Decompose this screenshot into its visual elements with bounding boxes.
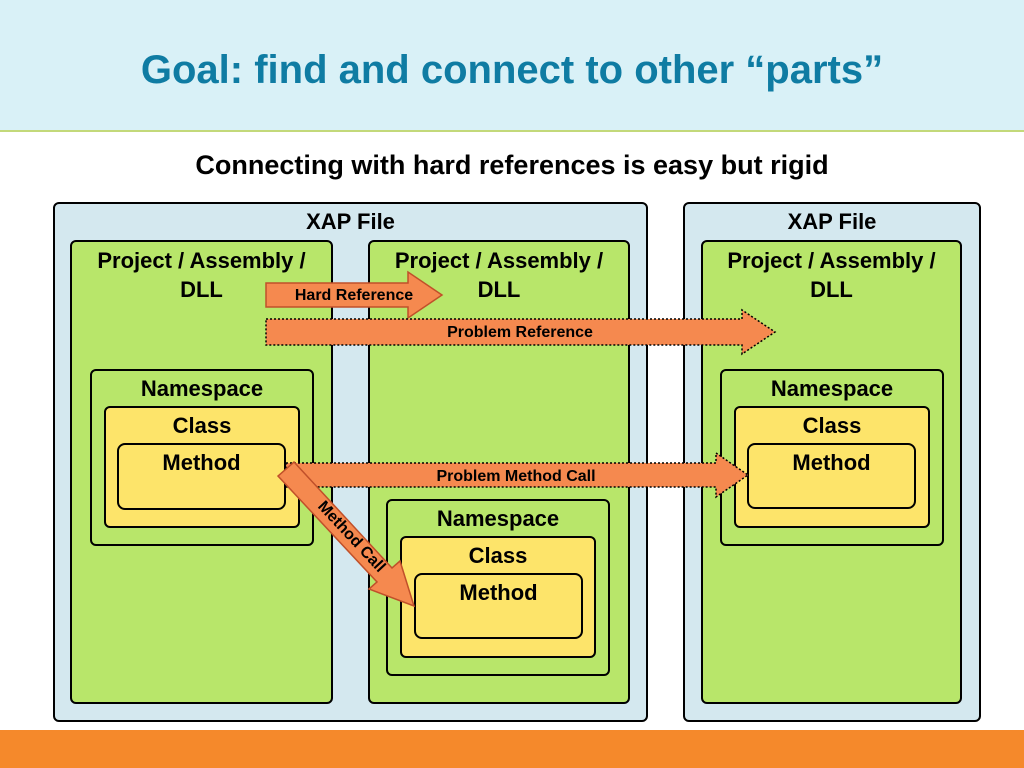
slide-subtitle: Connecting with hard references is easy … xyxy=(195,150,829,180)
hard-reference-label: Hard Reference xyxy=(295,287,413,304)
method-a-label: Method xyxy=(162,450,241,475)
xap-file-left-label: XAP File xyxy=(306,209,395,234)
namespace-a-label: Namespace xyxy=(140,376,264,401)
method-c: Method xyxy=(747,443,916,509)
problem-reference-label: Problem Reference xyxy=(447,324,593,341)
problem-method-call-label: Problem Method Call xyxy=(436,468,595,485)
footer-bar xyxy=(0,730,1024,768)
header-band xyxy=(0,0,1024,130)
method-c-label: Method xyxy=(792,450,871,475)
class-a-label: Class xyxy=(172,413,232,438)
namespace-c-label: Namespace xyxy=(770,376,894,401)
problem-method-call-arrow: Problem Method Call xyxy=(285,451,750,499)
class-b-label: Class xyxy=(468,543,528,568)
method-a: Method xyxy=(117,443,286,510)
method-call-label: Method Call xyxy=(314,498,388,576)
method-b-label: Method xyxy=(459,580,538,605)
namespace-b-label: Namespace xyxy=(436,506,560,531)
hard-reference-arrow: Hard Reference xyxy=(265,270,444,320)
method-b: Method xyxy=(414,573,583,639)
header-divider xyxy=(0,130,1024,132)
slide-title: Goal: find and connect to other “parts” xyxy=(140,48,884,92)
class-c-label: Class xyxy=(802,413,862,438)
project-c-label: Project / Assembly / DLL xyxy=(727,248,936,302)
project-a-label: Project / Assembly / DLL xyxy=(97,248,306,302)
xap-file-right-label: XAP File xyxy=(787,209,877,234)
project-b-label: Project / Assembly / DLL xyxy=(394,248,604,302)
problem-reference-arrow: Problem Reference xyxy=(265,308,777,356)
